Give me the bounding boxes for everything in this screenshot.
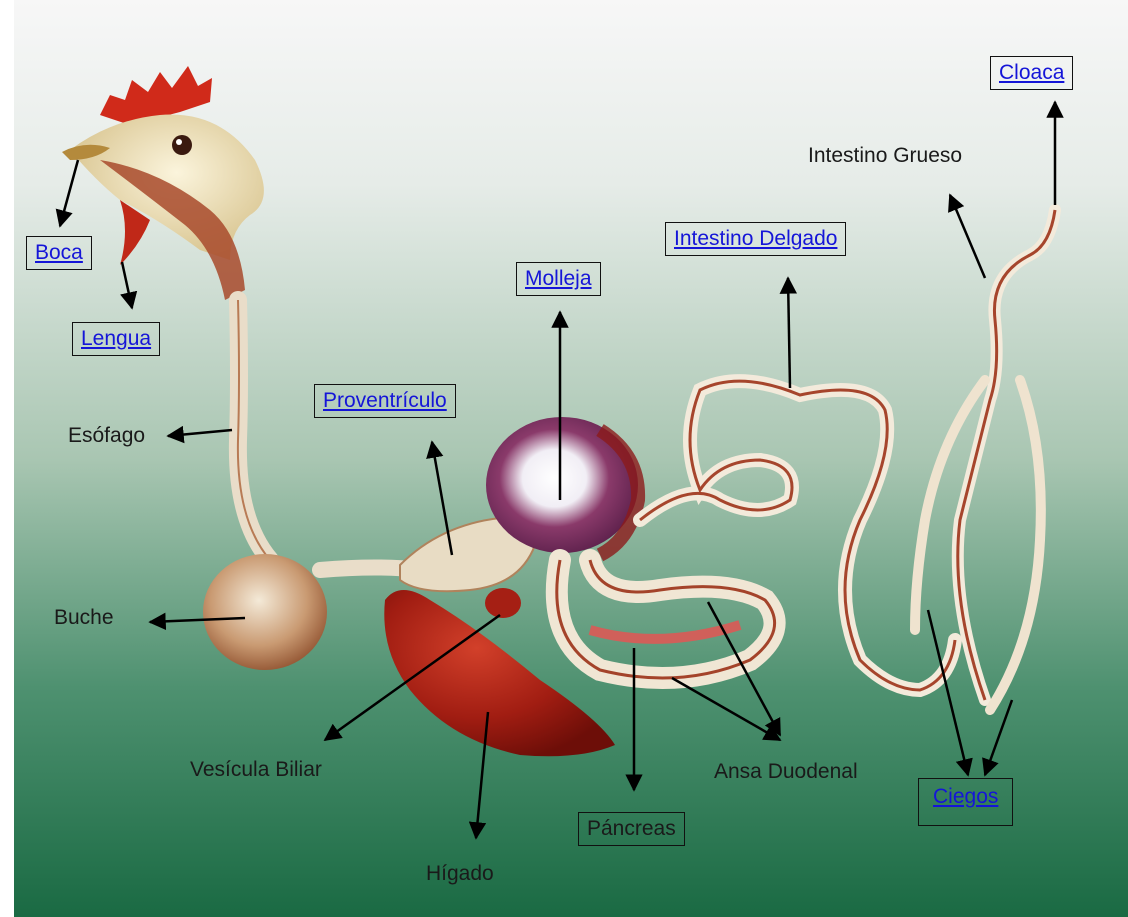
label-intestino-delgado[interactable]: Intestino Delgado: [665, 222, 846, 256]
label-cloaca[interactable]: Cloaca: [990, 56, 1073, 90]
label-esofago: Esófago: [68, 424, 145, 448]
label-pancreas: Páncreas: [578, 812, 685, 846]
label-proventriculo[interactable]: Proventrículo: [314, 384, 456, 418]
label-lengua[interactable]: Lengua: [72, 322, 160, 356]
label-boca[interactable]: Boca: [26, 236, 92, 270]
label-vesicula-biliar: Vesícula Biliar: [190, 758, 322, 782]
label-ansa-duodenal: Ansa Duodenal: [714, 760, 858, 784]
crop: [203, 554, 327, 670]
label-ciegos[interactable]: Ciegos: [918, 778, 1013, 826]
left-border: [0, 0, 14, 917]
label-higado: Hígado: [426, 862, 494, 886]
label-molleja[interactable]: Molleja: [516, 262, 601, 296]
label-buche: Buche: [54, 606, 114, 630]
gall-bladder: [485, 588, 521, 618]
label-intestino-grueso: Intestino Grueso: [808, 144, 962, 168]
